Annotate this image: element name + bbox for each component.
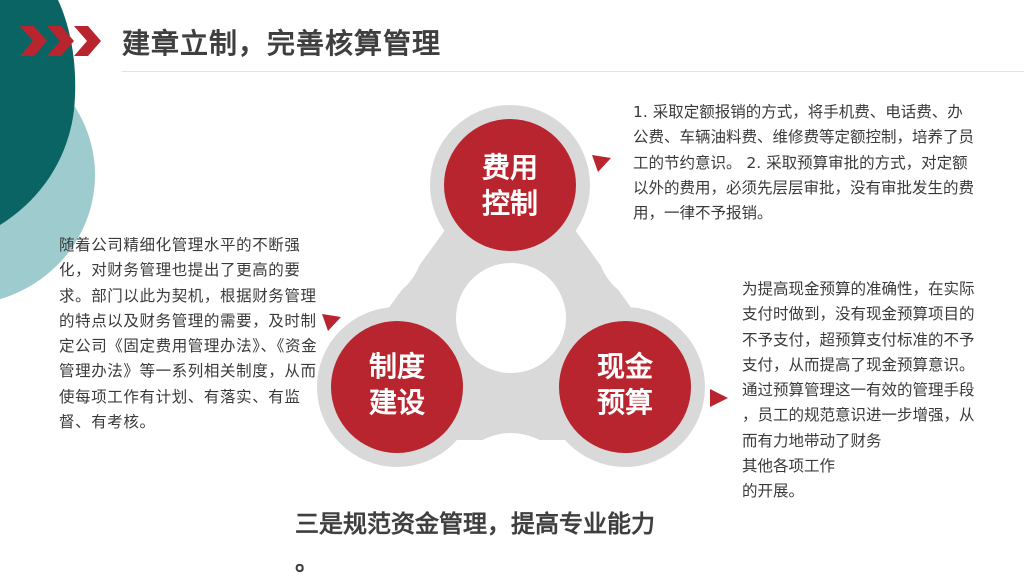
page-title: 建章立制，完善核算管理: [122, 27, 442, 60]
background-decoration: [0, 0, 95, 300]
node-left-circle: [331, 321, 463, 453]
node-right-circle: [559, 321, 691, 453]
chevrons-icon: [20, 26, 101, 56]
title-divider: [122, 71, 1024, 72]
node-top-circle: [444, 119, 576, 251]
arrow-top-icon: [592, 155, 611, 172]
cash-budget-description: 为提高现金预算的准确性，在实际 支付时做到，没有现金预算项目的 不予支付，超预算…: [742, 280, 975, 501]
arrow-right-icon: [710, 389, 728, 407]
bottom-heading: 三是规范资金管理，提高专业能力 。: [295, 510, 655, 576]
system-building-description: 随着公司精细化管理水平的不断强化，对财务管理也提出了更高的要求。部门以此为契机，…: [59, 236, 318, 432]
node-top-label: 费用 控制: [481, 151, 538, 220]
node-right-label: 现金 预算: [596, 350, 653, 419]
node-left-label: 制度 建设: [368, 350, 425, 419]
arrow-left-icon: [322, 314, 341, 331]
expense-control-description: 1. 采取定额报销的方式，将手机费、电话费、办公费、车辆油料费、维修费等定额控制…: [633, 103, 975, 223]
